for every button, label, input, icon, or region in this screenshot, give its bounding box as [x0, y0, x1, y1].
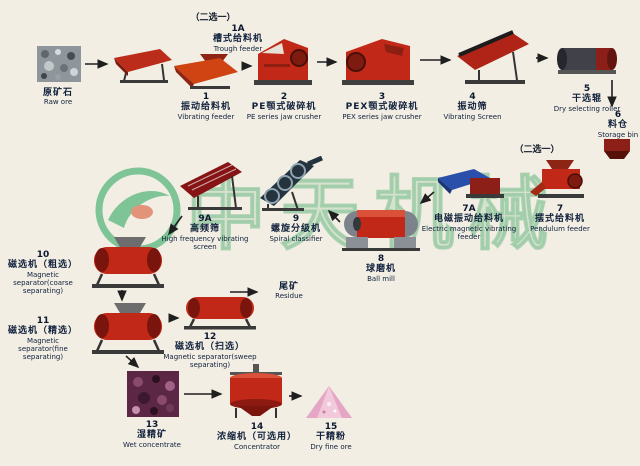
high-frequency-screen-icon [176, 158, 246, 212]
arrow-em-feeder-to-ball-mill [419, 191, 435, 205]
trough-feeder-icon [112, 46, 174, 84]
pex-jaw-crusher-label: 3 PEX颚式破碎机 PEX series jaw crusher [342, 92, 422, 121]
arrow-fine-separator-to-wet-concentrate [125, 355, 140, 369]
dry-selecting-roller-icon [550, 40, 622, 78]
magnetic-separator-coarse-label: 10 磁选机（粗选） Magnetic separator(coarse sep… [7, 250, 78, 295]
concentrator-icon [226, 364, 286, 420]
pe-jaw-crusher-icon [252, 36, 314, 90]
high-frequency-screen-label: 9A 高频筛 High frequency vibrating screen [161, 214, 249, 251]
dry-fine-ore-label: 15 干精粉 Dry fine ore [310, 422, 352, 451]
vibrating-screen-label: 4 振动筛 Vibrating Screen [443, 92, 502, 121]
choose-one-label-top: （二选一） [190, 13, 236, 23]
magnetic-separator-coarse-icon [86, 236, 170, 288]
storage-bin-icon [602, 138, 632, 160]
spiral-classifier-label: 9 螺旋分级机 Spiral classifier [269, 214, 323, 243]
arrow-screen-to-separator-coarse [168, 215, 183, 236]
spiral-classifier-icon [258, 155, 326, 212]
residue-label: 尾矿 Residue [275, 282, 303, 301]
arrow-ball-mill-to-classifier [327, 209, 341, 223]
magnetic-separator-sweep-label: 12 磁选机（扫选） Magnetic separator(sweep sepa… [163, 332, 257, 369]
raw-ore-icon [36, 44, 82, 84]
magnetic-separator-sweep-icon [180, 294, 260, 330]
vibrating-screen-icon [455, 30, 533, 88]
choose-one-label-middle: （二选一） [514, 145, 560, 155]
pex-jaw-crusher-icon [340, 36, 416, 90]
ball-mill-label: 8 球磨机 Ball mill [365, 254, 396, 283]
electromagnetic-vibrating-feeder-label: 7A 电磁振动给料机 Electric magnetic vibrating f… [421, 204, 517, 241]
pe-jaw-crusher-label: 2 PE颚式破碎机 PE series jaw crusher [246, 92, 322, 121]
raw-ore-label: 原矿石 Raw ore [42, 88, 73, 107]
magnetic-separator-fine-label: 11 磁选机（精选） Magnetic separator(fine separ… [7, 316, 78, 361]
magnetic-separator-fine-icon [86, 302, 170, 354]
dry-selecting-roller-label: 5 干选辊 Dry selecting roller [553, 84, 621, 113]
wet-concentrate-label: 13 湿精矿 Wet concentrate [123, 420, 181, 449]
vibrating-feeder-label: 1 振动给料机 Vibrating feeder [177, 92, 235, 121]
storage-bin-label: 6 料仓 Storage bin [597, 110, 639, 139]
wet-concentrate-icon [126, 370, 180, 418]
vibrating-feeder-icon [170, 52, 242, 90]
dry-fine-ore-icon [304, 384, 354, 420]
concentrator-label: 14 浓缩机（可选用） Concentrator [216, 422, 297, 451]
pendulum-feeder-icon [528, 158, 592, 202]
electromagnetic-vibrating-feeder-icon [436, 166, 506, 204]
ball-mill-icon [342, 202, 420, 252]
pendulum-feeder-label: 7 摆式给料机 Pendulum feeder [530, 204, 590, 233]
trough-feeder-label: 1A 槽式给料机 Trough feeder [212, 24, 263, 53]
